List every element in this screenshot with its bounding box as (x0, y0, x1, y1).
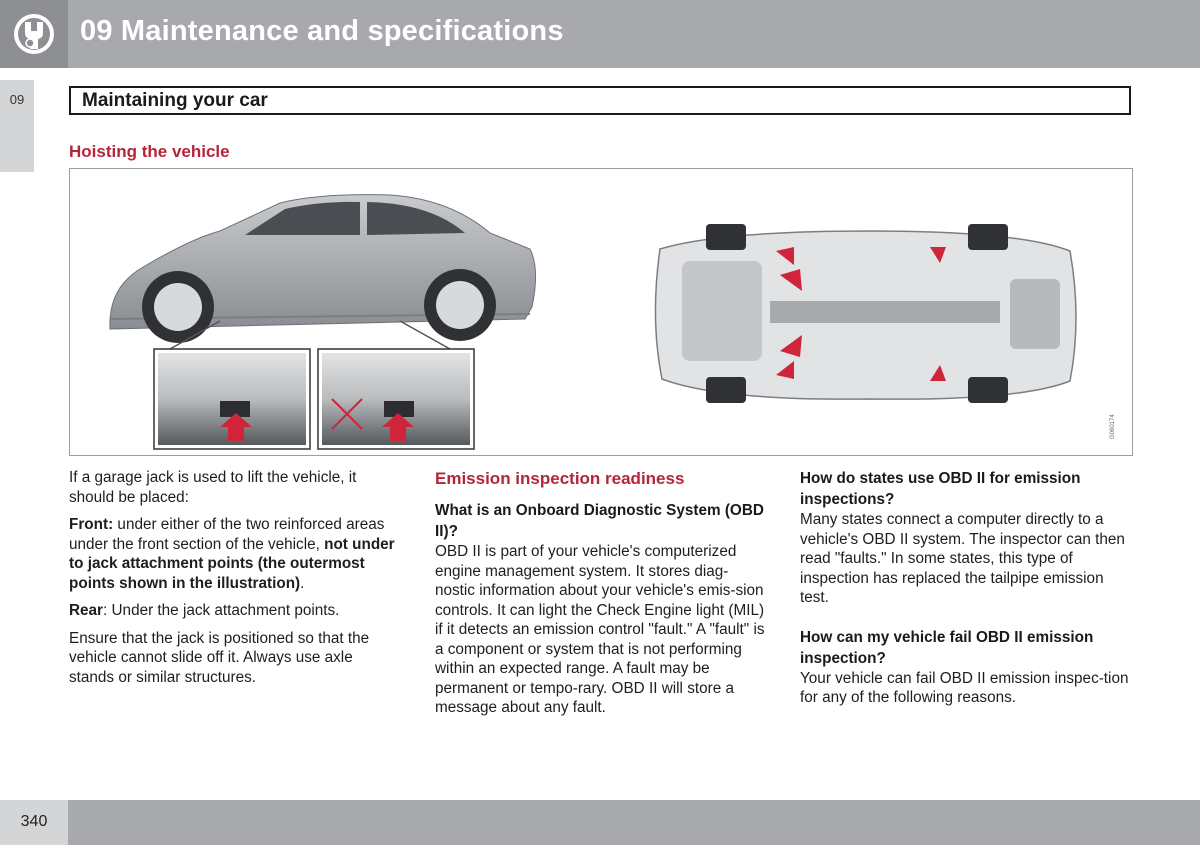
answer-fail: Your vehicle can fail OBD II emission in… (800, 669, 1129, 707)
footer-bar (0, 800, 1200, 845)
column-emission-readiness: Emission inspection readiness What is an… (435, 468, 765, 726)
page-number-box: 340 (0, 800, 68, 845)
hoisting-diagram (109, 194, 1077, 450)
section-title-box: Maintaining your car (69, 86, 1131, 115)
question-fail: How can my vehicle fail OBD II emission … (800, 628, 1094, 667)
car-underside-view (654, 224, 1077, 403)
hoisting-illustration: G060174 (69, 168, 1133, 456)
answer-states: Many states connect a computer directly … (800, 511, 1125, 606)
section-title: Maintaining your car (82, 90, 268, 111)
car-side-view (109, 194, 536, 350)
rear-text: : Under the jack attachment points. (103, 602, 340, 619)
column-obd-questions: How do states use OBD II for emission in… (800, 468, 1135, 716)
chapter-title: 09 Maintenance and specifications (80, 15, 564, 47)
jack-point-photo-right (317, 348, 475, 450)
front-warning: not under to jack attachment points (the… (69, 535, 395, 592)
rear-label: Rear (69, 602, 104, 619)
chapter-side-tab: 09 (0, 80, 34, 172)
front-end: . (300, 574, 305, 592)
front-label: Front: (69, 516, 114, 533)
rear-paragraph: Rear: Under the jack attachment points. (69, 601, 399, 621)
side-tab-label: 09 (9, 92, 25, 107)
obd-subheading: What is an Onboard Diagnostic System (OB… (435, 502, 764, 540)
front-paragraph: Front: under either of the two reinforce… (69, 515, 399, 593)
hoisting-heading: Hoisting the vehicle (69, 142, 230, 161)
front-text: under either of the two reinforced areas… (69, 516, 385, 553)
chapter-header: 09 Maintenance and specifications (0, 0, 1200, 68)
question-states: How do states use OBD II for emission in… (800, 470, 1081, 508)
wrench-gear-icon (14, 14, 54, 54)
page-number: 340 (20, 813, 48, 830)
obd-body: OBD II is part of your vehicle's compute… (435, 543, 765, 716)
illustration-code: G060174 (1110, 414, 1116, 439)
emission-heading: Emission inspection readiness (435, 469, 685, 488)
chapter-icon-box (0, 0, 68, 68)
jack-point-photo-left (153, 348, 311, 450)
ensure-paragraph: Ensure that the jack is positioned so th… (69, 629, 370, 686)
hoisting-intro: If a garage jack is used to lift the veh… (69, 469, 357, 506)
column-hoisting-text: If a garage jack is used to lift the veh… (69, 468, 399, 695)
